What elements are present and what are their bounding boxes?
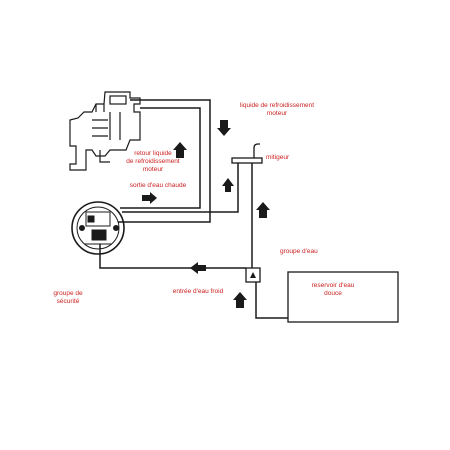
- arrow-right-hot: [142, 192, 157, 204]
- label-return-coolant-line3: moteur: [142, 166, 164, 173]
- label-hot-water-out: sortie d'eau chaude: [129, 182, 187, 189]
- label-return-coolant-line2: de refroidissement: [126, 158, 180, 165]
- arrow-up-right: [256, 202, 270, 218]
- label-return-coolant: retour liquide de refroidissement moteur: [118, 150, 188, 174]
- arrow-up-return: [173, 142, 187, 158]
- label-mixer: mitigeur: [266, 154, 290, 161]
- label-safety-group-line1: groupe de: [53, 290, 83, 297]
- label-safety-group: groupe de sécurité: [48, 290, 88, 306]
- arrow-up-bottom: [233, 292, 247, 308]
- arrow-up-mixer: [222, 178, 234, 192]
- label-fresh-water-tank: reservoir d'eau douce: [298, 282, 368, 298]
- mixer-valve: [231, 143, 263, 164]
- label-engine-coolant: liquide de refroidissement moteur: [222, 102, 332, 118]
- label-safety-group-line2: sécurité: [56, 298, 80, 305]
- engine-drawing: [69, 91, 141, 171]
- arrow-down-coolant: [217, 120, 231, 136]
- label-fresh-water-tank-line1: reservoir d'eau: [311, 282, 355, 289]
- label-engine-coolant-line2: moteur: [266, 110, 288, 117]
- hot-water-tank: [71, 201, 125, 255]
- water-pump-box: [245, 267, 261, 283]
- label-fresh-water-tank-line2: douce: [324, 290, 342, 297]
- fresh-water-tank: [287, 271, 399, 323]
- label-cold-water-in: entrée d'eau froid: [172, 288, 224, 295]
- pipes: [99, 99, 288, 319]
- arrow-left-cold: [190, 262, 206, 274]
- label-water-group: groupe d'eau: [280, 248, 318, 255]
- label-return-coolant-line1: retour liquide: [134, 150, 172, 157]
- label-engine-coolant-line1: liquide de refroidissement: [239, 102, 315, 109]
